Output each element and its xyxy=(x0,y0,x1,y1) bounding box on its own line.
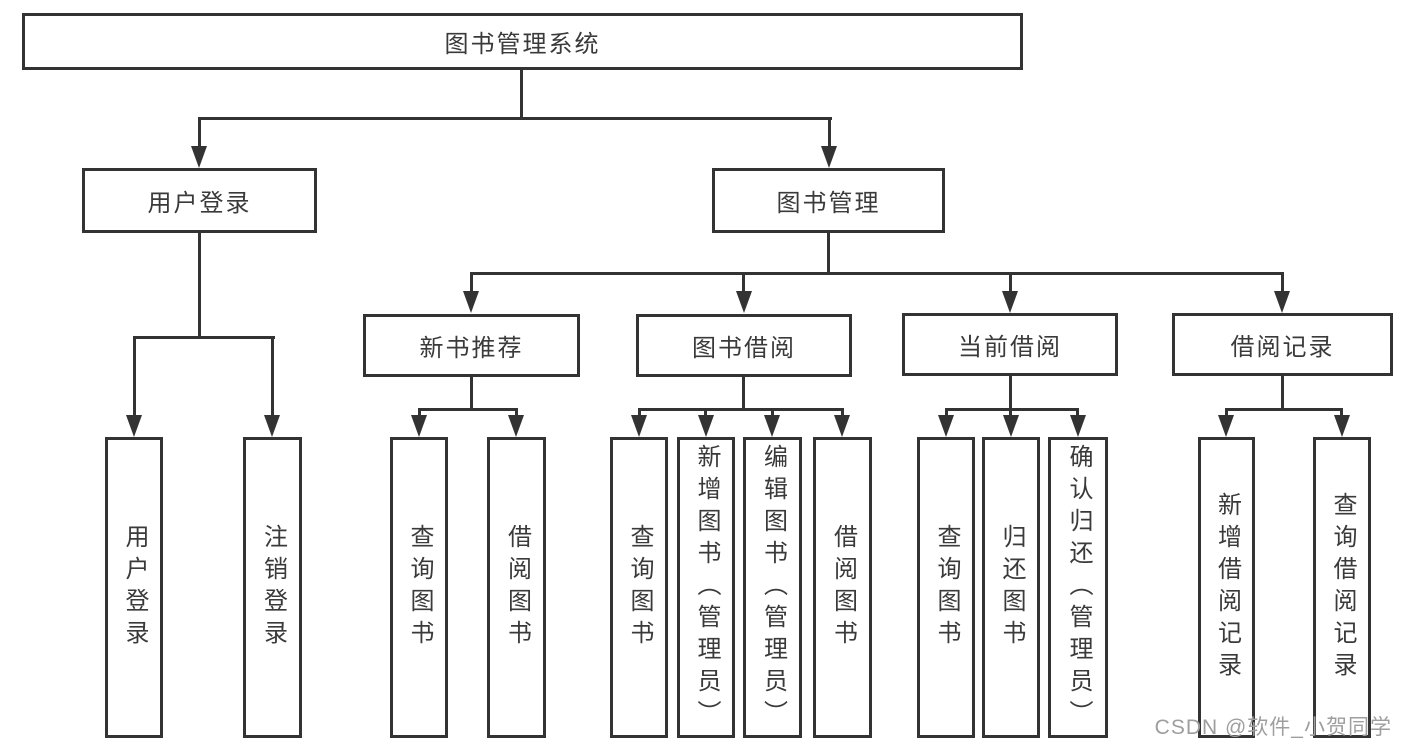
arrow-into-book-management xyxy=(821,146,837,168)
arrow-into-leaf-query-record xyxy=(1334,415,1350,437)
node-book-borrowing: 图书借阅 xyxy=(636,314,852,377)
leaf-return-book-label: 归还图书 xyxy=(998,523,1025,652)
leaf-query-borrow-record-label: 查询借阅记录 xyxy=(1329,491,1356,684)
connector-new-book-drop-1 xyxy=(418,408,421,418)
connector-root-hline xyxy=(198,117,832,120)
connector-book-mgmt-stem xyxy=(827,232,830,275)
csdn-watermark: CSDN @软件_小贺同学 xyxy=(1154,716,1392,739)
arrow-into-borrow-records xyxy=(1274,291,1290,313)
arrow-into-leaf-edit-book xyxy=(764,415,780,437)
node-book-borrowing-label: 图书借阅 xyxy=(692,335,796,362)
leaf-query-books-3-label: 查询图书 xyxy=(933,523,960,652)
leaf-add-borrow-record-label: 新增借阅记录 xyxy=(1213,491,1241,684)
connector-book-borrow-drop-4 xyxy=(841,408,844,418)
connector-current-borrow-stem xyxy=(1009,374,1012,411)
connector-current-borrow-drop-2 xyxy=(1009,408,1012,418)
connector-new-book-hline xyxy=(418,408,518,411)
connector-root-stem xyxy=(520,68,523,119)
connector-user-login-stem xyxy=(198,232,201,339)
connector-book-borrow-drop-1 xyxy=(638,408,641,418)
connector-root-drop-right xyxy=(828,117,831,149)
arrow-into-leaf-borrow-books-2 xyxy=(834,415,850,437)
connector-borrow-records-drop-2 xyxy=(1340,408,1343,418)
leaf-borrow-books-1-label: 借阅图书 xyxy=(503,523,531,652)
leaf-query-books-1-label: 查询图书 xyxy=(406,523,433,652)
leaf-return-book: 归还图书 xyxy=(982,437,1040,738)
node-current-borrowing: 当前借阅 xyxy=(902,313,1118,376)
arrow-into-user-login xyxy=(191,146,207,168)
leaf-query-books-1: 查询图书 xyxy=(390,437,448,738)
connector-new-book-stem xyxy=(470,376,473,411)
node-borrow-records: 借阅记录 xyxy=(1172,313,1393,376)
connector-book-borrow-stem xyxy=(742,376,745,411)
connector-book-mgmt-drop-2 xyxy=(742,272,745,293)
node-user-login-label: 用户登录 xyxy=(147,190,252,217)
node-root: 图书管理系统 xyxy=(22,13,1023,70)
connector-new-book-drop-2 xyxy=(515,408,518,418)
leaf-user-login: 用户登录 xyxy=(105,437,163,738)
leaf-edit-book-admin: 编辑图书（管理员） xyxy=(743,437,802,738)
connector-borrow-records-drop-1 xyxy=(1225,408,1228,418)
leaf-query-borrow-record: 查询借阅记录 xyxy=(1313,437,1371,738)
arrow-into-leaf-return-book xyxy=(1003,415,1019,437)
connector-book-borrow-drop-2 xyxy=(704,408,707,418)
connector-book-mgmt-drop-1 xyxy=(470,272,473,293)
leaf-query-books-2: 查询图书 xyxy=(610,437,668,738)
node-borrow-records-label: 借阅记录 xyxy=(1230,334,1335,361)
connector-book-borrow-drop-3 xyxy=(771,408,774,418)
connector-book-mgmt-drop-4 xyxy=(1281,272,1284,293)
leaf-add-borrow-record: 新增借阅记录 xyxy=(1198,437,1255,738)
connector-current-borrow-drop-1 xyxy=(945,408,948,418)
arrow-into-book-borrowing xyxy=(736,291,752,313)
arrow-into-leaf-query-books-2 xyxy=(631,415,647,437)
arrow-into-leaf-query-books-3 xyxy=(938,415,954,437)
connector-root-drop-left xyxy=(198,117,201,149)
arrow-into-leaf-add-book xyxy=(698,415,714,437)
node-new-book-recommend: 新书推荐 xyxy=(363,314,580,377)
arrow-into-leaf-borrow-books-1 xyxy=(508,415,524,437)
leaf-add-book-admin: 新增图书（管理员） xyxy=(677,437,735,738)
connector-user-login-hline xyxy=(133,336,275,339)
connector-borrow-records-stem xyxy=(1281,376,1284,411)
leaf-edit-book-admin-label: 编辑图书（管理员） xyxy=(759,443,787,732)
arrow-into-new-book-recommend xyxy=(463,291,479,313)
connector-book-borrow-hline xyxy=(638,408,844,411)
leaf-query-books-3: 查询图书 xyxy=(917,437,975,738)
leaf-user-login-label: 用户登录 xyxy=(121,523,148,652)
node-current-borrowing-label: 当前借阅 xyxy=(958,334,1062,361)
arrow-into-leaf-user-login xyxy=(126,415,142,437)
arrow-into-leaf-add-record xyxy=(1218,415,1234,437)
arrow-into-current-borrowing xyxy=(1002,291,1018,313)
connector-current-borrow-drop-3 xyxy=(1076,408,1079,418)
connector-user-login-drop-1 xyxy=(133,336,136,417)
node-root-label: 图书管理系统 xyxy=(444,31,601,58)
node-book-management-label: 图书管理 xyxy=(776,190,881,217)
connector-user-login-drop-2 xyxy=(271,336,274,417)
leaf-borrow-books-2: 借阅图书 xyxy=(813,437,872,738)
leaf-borrow-books-2-label: 借阅图书 xyxy=(829,523,857,652)
leaf-logout: 注销登录 xyxy=(243,437,302,738)
arrow-into-leaf-confirm-return xyxy=(1070,415,1086,437)
leaf-logout-label: 注销登录 xyxy=(259,523,287,652)
leaf-borrow-books-1: 借阅图书 xyxy=(487,437,546,738)
node-book-management: 图书管理 xyxy=(712,168,945,233)
arrow-into-leaf-logout xyxy=(264,415,280,437)
leaf-query-books-2-label: 查询图书 xyxy=(626,523,653,652)
leaf-add-book-admin-label: 新增图书（管理员） xyxy=(693,443,720,732)
arrow-into-leaf-query-books-1 xyxy=(411,415,427,437)
connector-book-mgmt-hline xyxy=(470,272,1284,275)
leaf-confirm-return-admin: 确认归还（管理员） xyxy=(1048,437,1108,738)
node-new-book-recommend-label: 新书推荐 xyxy=(419,335,524,362)
connector-borrow-records-hline xyxy=(1225,408,1343,411)
leaf-confirm-return-admin-label: 确认归还（管理员） xyxy=(1065,443,1092,732)
connector-current-borrow-hline xyxy=(945,408,1079,411)
node-user-login: 用户登录 xyxy=(82,168,317,233)
connector-book-mgmt-drop-3 xyxy=(1009,272,1012,293)
